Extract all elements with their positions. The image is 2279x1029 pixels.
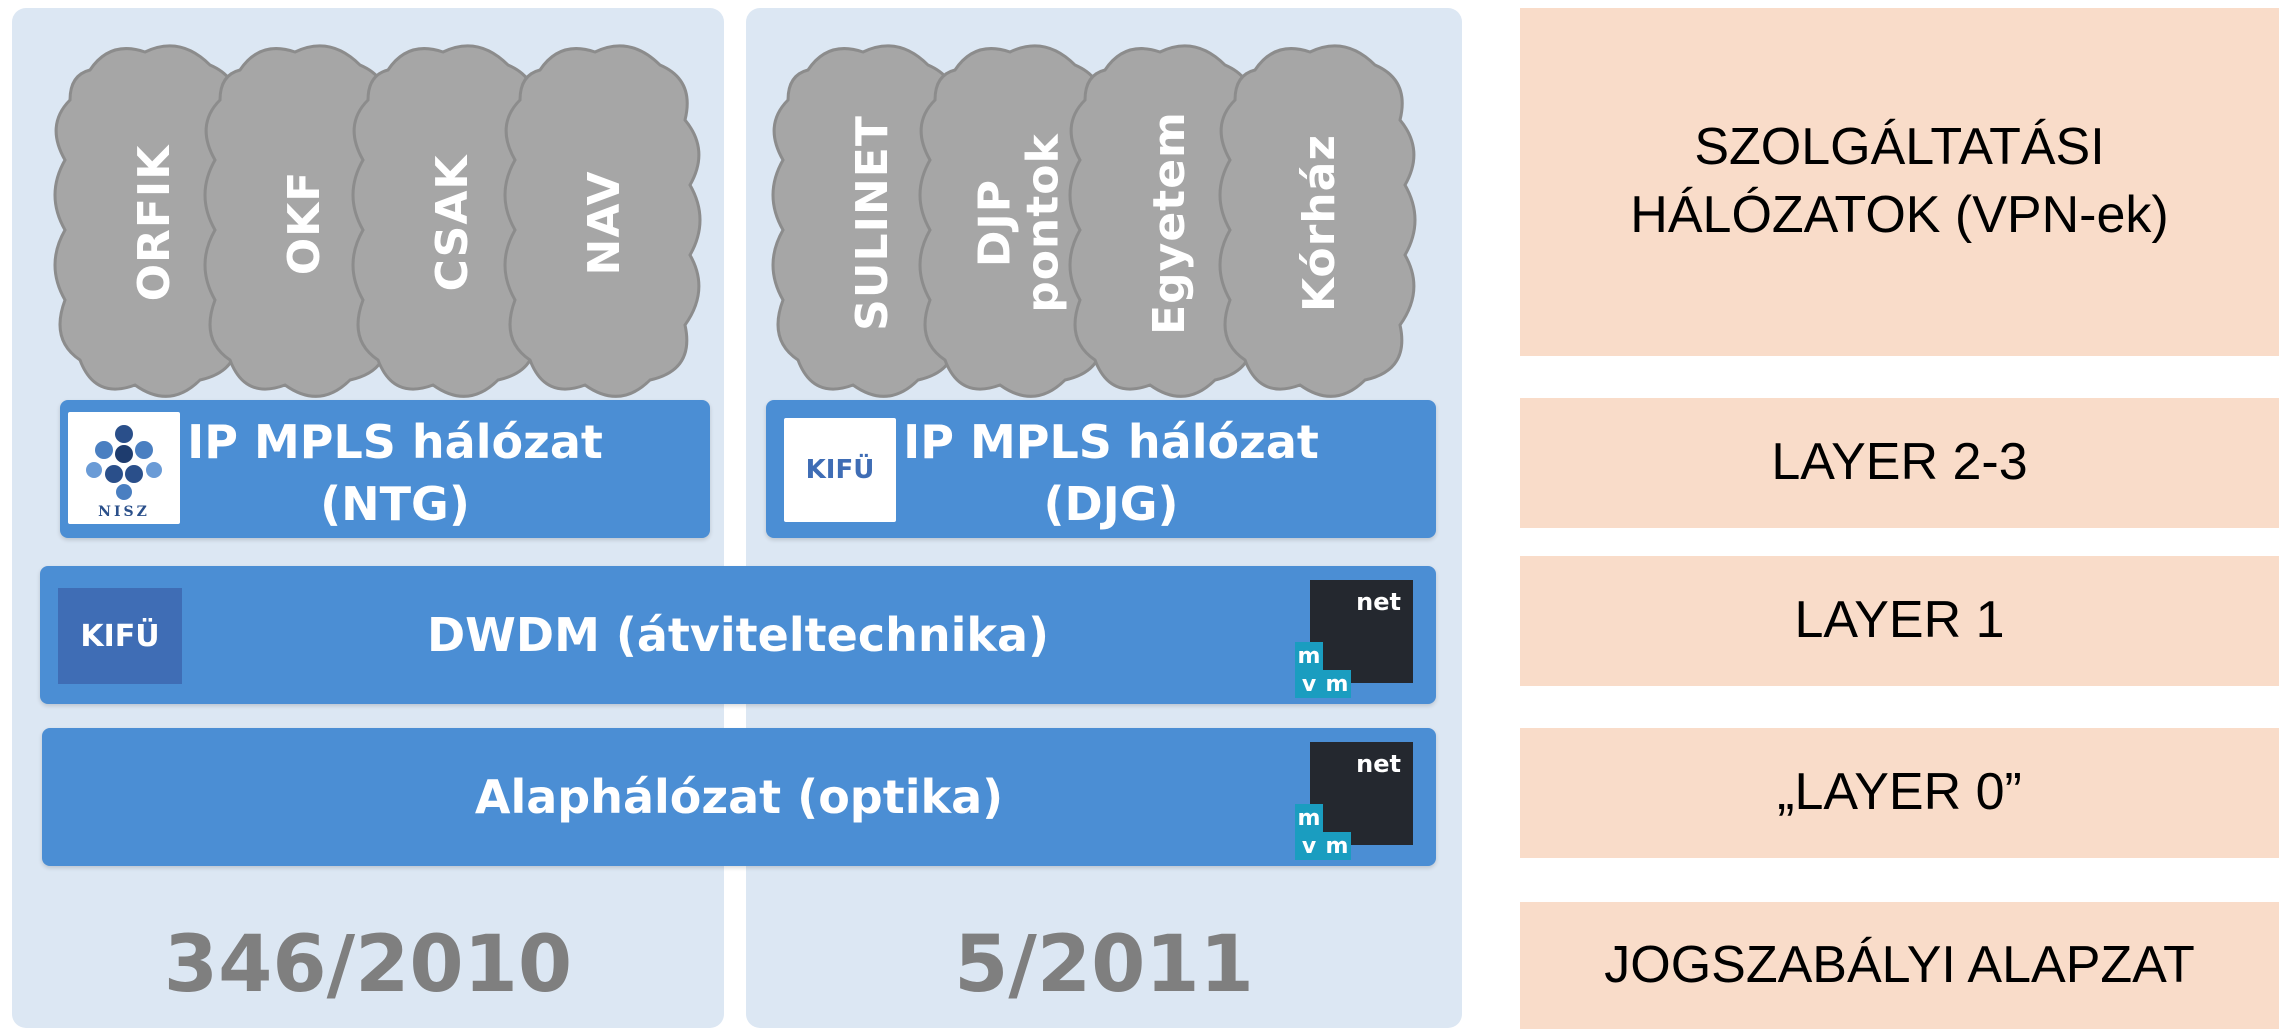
- base-network-bar: Alaphálózat (optika) net m v m: [42, 728, 1436, 866]
- layer-label: „LAYER 0”: [1777, 763, 2022, 822]
- kifu-logo-text: KIFÜ: [80, 618, 160, 654]
- mvm-v: v: [1295, 670, 1323, 698]
- layer-label: JOGSZABÁLYI ALAPZAT: [1604, 935, 2195, 994]
- mvm-net-logo: net m v m: [1295, 580, 1413, 698]
- regulation-right: 5/2011: [954, 920, 1254, 1010]
- layer-2-3: LAYER 2-3: [1520, 398, 2279, 528]
- ip-mpls-djg-bar: KIFÜ IP MPLS hálózat (DJG): [766, 400, 1436, 538]
- cloud-label: ORFIK: [128, 144, 180, 301]
- kifu-logo-small: KIFÜ: [784, 418, 896, 522]
- mvm-m2: m: [1323, 832, 1351, 860]
- ip-mpls-ntg-line1: IP MPLS hálózat: [187, 415, 603, 469]
- layer-1: LAYER 1: [1520, 556, 2279, 686]
- kifu-logo: KIFÜ: [58, 588, 182, 684]
- layer-service-networks: SZOLGÁLTATÁSI HÁLÓZATOK (VPN-ek): [1520, 8, 2279, 356]
- nisz-logo: NISZ: [68, 412, 180, 524]
- layer-label-line1: SZOLGÁLTATÁSI: [1694, 118, 2105, 177]
- dwdm-label: DWDM (átviteltechnika): [426, 608, 1050, 662]
- mvm-net-text: net: [1356, 588, 1401, 616]
- ip-mpls-ntg-line2: (NTG): [320, 477, 470, 531]
- cloud-label: DJP pontok: [969, 132, 1069, 313]
- base-network-label: Alaphálózat (optika): [474, 770, 1004, 824]
- mvm-m2: m: [1323, 670, 1351, 698]
- ip-mpls-djg-line2: (DJG): [1043, 477, 1179, 531]
- ip-mpls-ntg-bar: NISZ IP MPLS hálózat (NTG): [60, 400, 710, 538]
- dwdm-bar: KIFÜ DWDM (átviteltechnika) net m v m: [40, 566, 1436, 704]
- nisz-logo-icon: NISZ: [86, 425, 162, 520]
- cloud-label: OKF: [278, 170, 330, 275]
- layer-0: „LAYER 0”: [1520, 728, 2279, 858]
- mvm-dark-square: [1310, 742, 1413, 845]
- layer-legal-basis: JOGSZABÁLYI ALAPZAT: [1520, 902, 2279, 1029]
- cloud-korhaz: Kórház: [1215, 40, 1425, 405]
- layer-label: LAYER 1: [1794, 591, 2005, 650]
- cloud-csak: CSAK: [348, 40, 558, 405]
- cloud-label: Egyetem: [1143, 110, 1195, 335]
- mvm-m1: m: [1295, 804, 1323, 832]
- cloud-label: NAV: [578, 170, 630, 275]
- cloud-label: Kórház: [1293, 133, 1345, 312]
- mvm-m1: m: [1295, 642, 1323, 670]
- cloud-nav: NAV: [500, 40, 710, 405]
- mvm-v: v: [1295, 832, 1323, 860]
- mvm-net-text: net: [1356, 750, 1401, 778]
- cloud-label: CSAK: [426, 154, 478, 291]
- layer-label-line2: HÁLÓZATOK (VPN-ek): [1630, 186, 2169, 244]
- kifu-logo-text: KIFÜ: [805, 455, 875, 485]
- mvm-net-logo: net m v m: [1295, 742, 1413, 860]
- ip-mpls-djg-line1: IP MPLS hálózat: [903, 415, 1319, 469]
- layer-label: LAYER 2-3: [1771, 433, 2028, 492]
- cloud-label: SULINET: [846, 114, 898, 331]
- mvm-dark-square: [1310, 580, 1413, 683]
- regulation-left: 346/2010: [163, 920, 573, 1010]
- svg-text:NISZ: NISZ: [98, 504, 150, 520]
